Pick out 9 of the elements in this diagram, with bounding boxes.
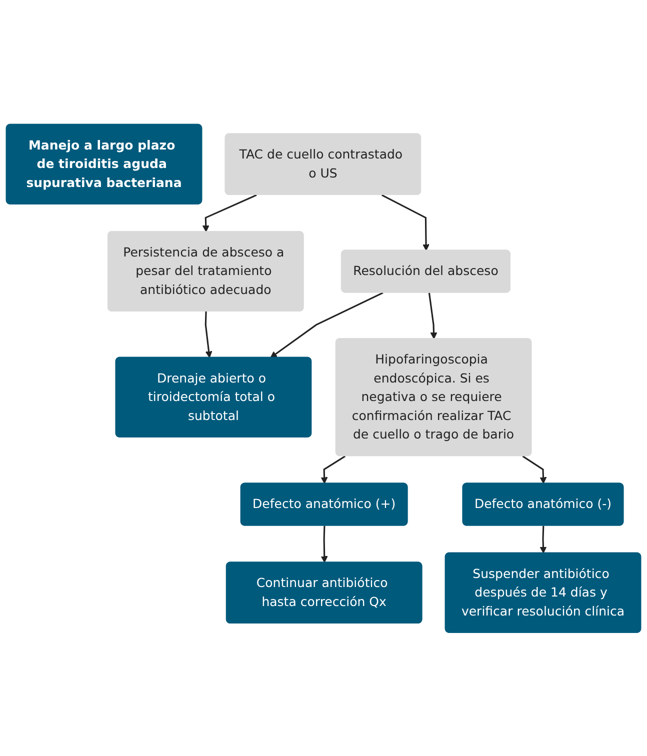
arrow bbox=[270, 292, 384, 358]
arrow bbox=[202, 194, 257, 232]
arrow bbox=[320, 455, 346, 484]
arrow bbox=[540, 525, 547, 554]
arrow bbox=[428, 292, 438, 339]
arrow bbox=[381, 194, 430, 250]
arrow bbox=[320, 525, 328, 562]
arrow bbox=[522, 455, 547, 484]
arrow bbox=[204, 311, 212, 358]
